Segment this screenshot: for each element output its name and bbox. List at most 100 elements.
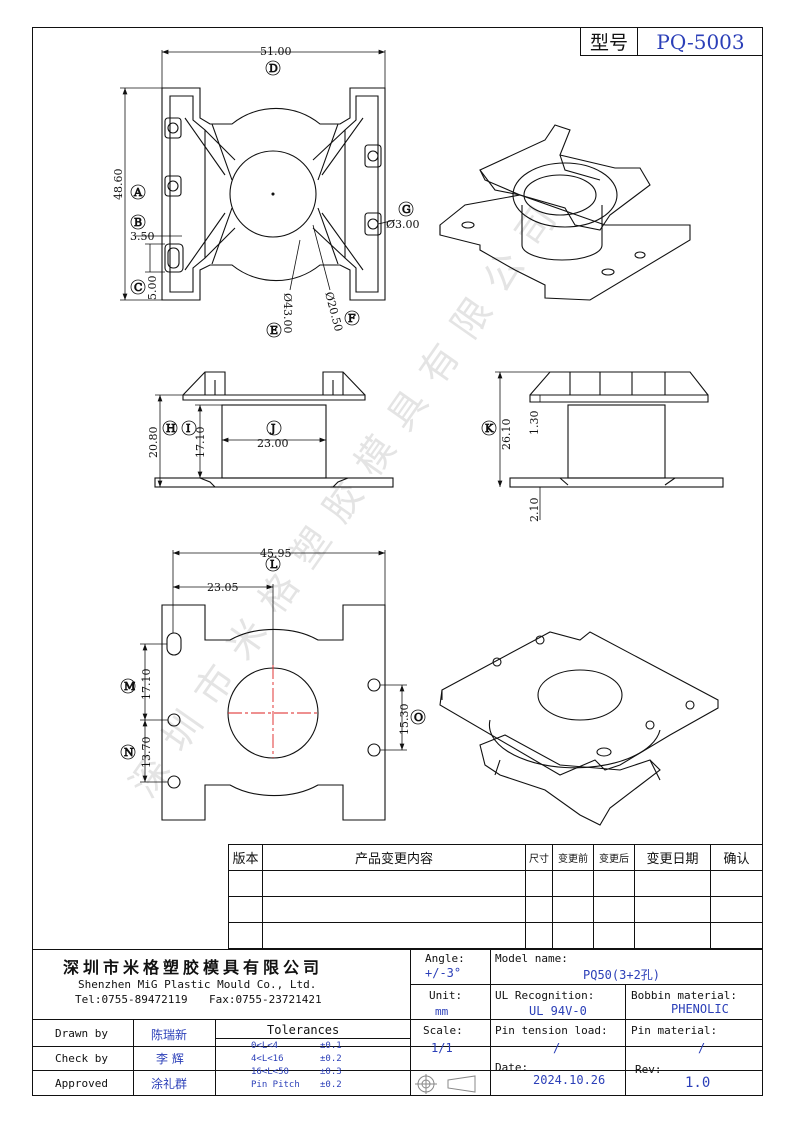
revision-row (228, 922, 763, 949)
callouts-top: D A B C G E F (130, 60, 414, 338)
callout-g: G (402, 203, 411, 216)
title-block: 深圳市米格塑胶模具有限公司 Shenzhen MiG Plastic Mould… (33, 949, 763, 1096)
company-tel: Tel:0755-89472119 (75, 993, 188, 1006)
watermark-text: 深圳市米格塑胶模具有限公司 (121, 184, 575, 806)
dim-51: 51.00 (260, 45, 292, 58)
callouts-bottom: L M N O (120, 556, 426, 760)
revision-table: 版本 产品变更内容 尺寸 变更前 变更后 变更日期 确认 (228, 844, 763, 949)
dim-45-95: 45.95 (260, 547, 292, 560)
callouts-side: K (481, 420, 497, 436)
dim-13-70: 13.70 (140, 737, 153, 769)
callout-h: H (166, 422, 176, 435)
tol-value-1: ±0.1 (320, 1041, 342, 1051)
iso-view-bottom (439, 631, 719, 826)
callout-k: K (485, 422, 494, 435)
top-view-labels: 51.00 48.60 3.50 5.00 Ø3.00 Ø43.00 Ø20.5… (112, 45, 420, 334)
side-view (509, 371, 724, 488)
front-view-labels: 20.80 17.10 23.00 (147, 427, 289, 459)
check-by-name: 李 辉 (156, 1052, 184, 1066)
dim-23-00: 23.00 (257, 437, 289, 450)
callout-f: F (348, 312, 356, 325)
rev-header-after: 变更后 (593, 844, 635, 871)
pin-tension-label: Pin tension load: (495, 1024, 608, 1037)
callout-m: M (124, 680, 135, 693)
model-label: 型号 (581, 28, 638, 55)
dim-1-30: 1.30 (528, 411, 541, 436)
projection-symbol-icon (415, 1074, 476, 1094)
drawn-by-name: 陈瑞新 (151, 1028, 188, 1042)
scale-label: Scale: (423, 1024, 463, 1037)
dim-20-50: Ø20.50 (322, 290, 345, 332)
pin-tension-value: / (553, 1041, 561, 1055)
tol-value-3: ±0.3 (320, 1067, 342, 1077)
callout-j: J (270, 422, 275, 435)
dim-3-00: Ø3.00 (386, 218, 420, 231)
bobbin-value: PHENOLIC (671, 1002, 729, 1016)
unit-value: mm (435, 1005, 449, 1018)
date-value: 2024.10.26 (533, 1073, 606, 1087)
drawing-sheet (32, 27, 763, 1096)
callouts-front: H I J (162, 420, 282, 436)
rev-header-date: 变更日期 (634, 844, 711, 871)
model-title-box: 型号 PQ-5003 (580, 28, 763, 56)
approved-label: Approved (55, 1077, 108, 1090)
side-view-dimensions (495, 371, 550, 520)
date-label: Date: (495, 1061, 529, 1074)
dim-2-10: 2.10 (528, 498, 541, 523)
rev-header-version: 版本 (228, 844, 263, 871)
angle-label: Angle: (425, 952, 465, 965)
approved-name: 涂礼群 (151, 1077, 188, 1091)
revision-row (228, 870, 763, 897)
dim-3-50: 3.50 (130, 230, 155, 243)
callout-i: I (186, 422, 190, 435)
model-name-label: Model name: (495, 952, 568, 965)
bobbin-label: Bobbin material: (631, 989, 737, 1002)
side-view-labels: 26.10 1.30 2.10 (500, 411, 541, 523)
revision-row (228, 896, 763, 923)
pin-material-label: Pin material: (631, 1024, 718, 1037)
callout-n: N (124, 746, 134, 759)
dim-15-30: 15.30 (398, 704, 411, 736)
rev-header-before: 变更前 (552, 844, 594, 871)
rev-value: 1.0 (685, 1075, 711, 1091)
ul-value: UL 94V-0 (529, 1004, 587, 1018)
dim-43-00: Ø43.00 (281, 293, 294, 334)
dim-20-80: 20.80 (147, 427, 160, 459)
tol-range-2: 4<L<16 (251, 1054, 284, 1064)
center-mark (228, 665, 318, 758)
top-view-dimensions (120, 49, 396, 301)
rev-header-dim: 尺寸 (525, 844, 553, 871)
bottom-view-labels: 45.95 23.05 17.10 13.70 15.30 (140, 547, 411, 768)
tol-value-2: ±0.2 (320, 1054, 342, 1064)
dim-5-00: 5.00 (146, 276, 159, 301)
callout-c: C (134, 281, 142, 294)
tol-range-1: 0<L<4 (251, 1041, 279, 1051)
model-number: PQ-5003 (656, 29, 745, 54)
tol-range-4: Pin Pitch (251, 1080, 300, 1090)
bottom-view-dimensions (140, 550, 407, 783)
callout-e: E (270, 324, 278, 337)
pin-material-value: / (698, 1041, 706, 1055)
dim-23-05: 23.05 (207, 581, 239, 594)
company-name-cn: 深圳市米格塑胶模具有限公司 (63, 958, 324, 977)
check-by-label: Check by (55, 1052, 108, 1065)
revision-header-row: 版本 产品变更内容 尺寸 变更前 变更后 变更日期 确认 (228, 844, 763, 871)
dim-26-10: 26.10 (500, 419, 513, 451)
model-name-value: PQ50(3+2孔) (583, 968, 661, 982)
tolerances-title: Tolerances (267, 1023, 340, 1037)
scale-value: 1/1 (431, 1041, 453, 1055)
drawn-by-label: Drawn by (55, 1027, 108, 1040)
angle-value: +/-3° (425, 966, 462, 980)
rev-header-content: 产品变更内容 (262, 844, 526, 871)
company-fax: Fax:0755-23721421 (209, 993, 322, 1006)
rev-label: Rev: (635, 1063, 662, 1076)
rev-header-confirm: 确认 (710, 844, 763, 871)
callout-o: O (414, 711, 423, 724)
dim-17-10: 17.10 (140, 669, 153, 701)
company-name-en: Shenzhen MiG Plastic Mould Co., Ltd. (78, 978, 317, 991)
callout-b: B (134, 216, 142, 229)
tol-value-4: ±0.2 (320, 1080, 342, 1090)
front-view-dimensions (155, 394, 326, 487)
unit-label: Unit: (429, 989, 463, 1002)
